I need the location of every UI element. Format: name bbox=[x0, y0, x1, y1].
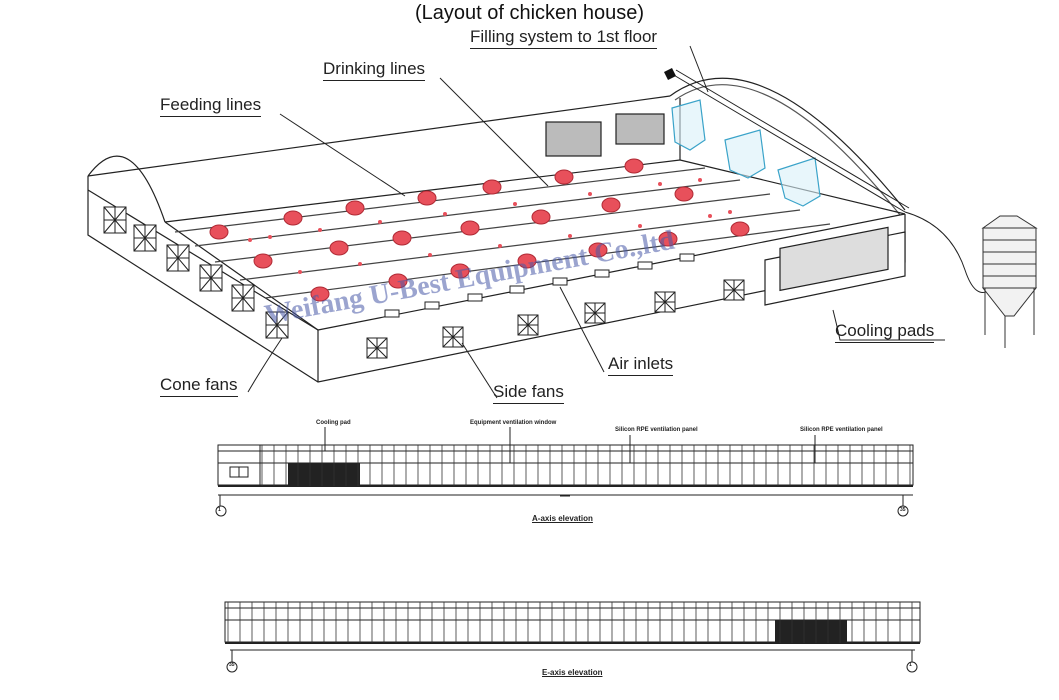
a-axis-caption: A-axis elevation bbox=[532, 514, 593, 523]
chicken-house-isometric-drawing bbox=[87, 45, 1038, 399]
e-axis-caption: E-axis elevation bbox=[542, 668, 603, 677]
a-axis-callout-1: Cooling pad bbox=[316, 420, 351, 426]
cone-fans-label: Cone fans bbox=[160, 375, 238, 397]
a-axis-callout-4: Silicon RPE ventilation panel bbox=[800, 427, 883, 433]
a-axis-callout-2: Equipment ventilation window bbox=[470, 420, 557, 426]
side-fans-label: Side fans bbox=[493, 382, 564, 404]
a-axis-callout-3: Silicon RPE ventilation panel bbox=[615, 427, 698, 433]
cooling-pads-label: Cooling pads bbox=[835, 321, 935, 343]
filling-system-label: Filling system to 1st floor bbox=[470, 27, 658, 49]
a-axis-grid-right: 35 bbox=[900, 507, 906, 513]
page-title: (Layout of chicken house) bbox=[414, 2, 645, 24]
a-axis-grid-left: 1 bbox=[218, 507, 221, 513]
air-inlets-label: Air inlets bbox=[608, 354, 674, 376]
feeding-lines-label: Feeding lines bbox=[160, 95, 262, 117]
drinking-lines-label: Drinking lines bbox=[323, 59, 426, 81]
e-axis-elevation-drawing bbox=[224, 601, 921, 673]
e-axis-grid-left: 35 bbox=[229, 662, 235, 668]
e-axis-grid-right: 1 bbox=[909, 662, 912, 668]
a-axis-elevation-drawing bbox=[215, 427, 914, 517]
